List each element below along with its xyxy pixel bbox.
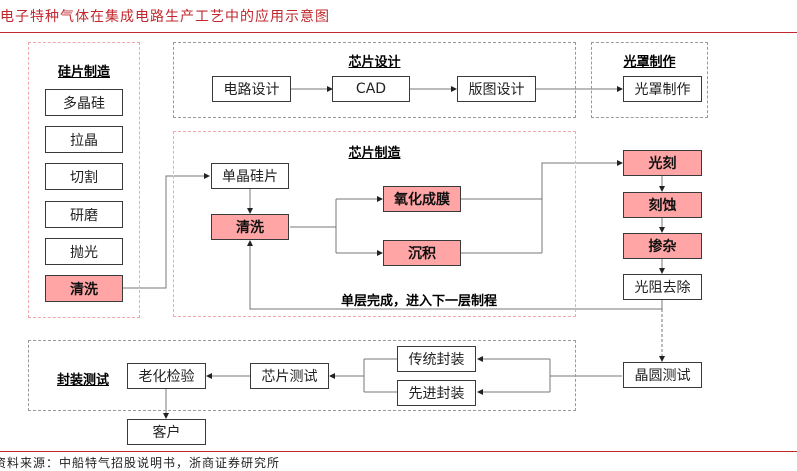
group-title: 光罩制作 (623, 55, 676, 70)
source-note: 资料来源：中船特气招股说明书，浙商证券研究所 (0, 456, 281, 470)
title-divider (0, 32, 797, 33)
step-traditional-packaging[interactable]: 传统封装 (397, 346, 476, 372)
group-packaging-test: 封装测试 (28, 340, 576, 411)
step-single-crystal-wafer[interactable]: 单晶硅片 (211, 163, 289, 189)
step-wafer-test[interactable]: 晶圆测试 (623, 362, 702, 388)
step-cleaning[interactable]: 清洗 (211, 214, 289, 240)
group-chip-design: 芯片设计 (173, 42, 576, 118)
step-crystal-pulling[interactable]: 拉晶 (45, 126, 123, 153)
step-photolithography[interactable]: 光刻 (623, 150, 702, 176)
group-mask-making: 光罩制作 (591, 42, 708, 118)
group-chip-fab: 芯片制造 (173, 131, 576, 317)
step-advanced-packaging[interactable]: 先进封装 (397, 380, 476, 406)
step-circuit-design[interactable]: 电路设计 (212, 76, 291, 102)
step-burn-in[interactable]: 老化检验 (127, 363, 206, 389)
customer-box[interactable]: 客户 (127, 419, 206, 445)
step-deposition[interactable]: 沉积 (383, 240, 461, 266)
group-title: 封装测试 (57, 373, 110, 388)
step-layout-design[interactable]: 版图设计 (457, 76, 536, 102)
step-oxidation[interactable]: 氧化成膜 (383, 186, 461, 212)
step-chip-test[interactable]: 芯片测试 (250, 363, 329, 389)
group-wafer-making: 硅片制造 (28, 42, 140, 318)
group-title: 硅片制造 (57, 65, 110, 80)
page-title: 电子特种气体在集成电路生产工艺中的应用示意图 (0, 9, 330, 25)
arrow-clean-to-wafer (122, 173, 210, 289)
step-doping[interactable]: 掺杂 (623, 233, 702, 259)
step-grinding[interactable]: 研磨 (45, 201, 123, 228)
arrow-to-litho (541, 160, 623, 253)
step-mask-making[interactable]: 光罩制作 (623, 76, 702, 102)
arrow-loop-next-layer (247, 240, 663, 310)
step-cad[interactable]: CAD (332, 76, 410, 102)
loop-note: 单层完成，进入下一层制程 (341, 294, 498, 309)
source-divider (0, 451, 797, 452)
step-etching[interactable]: 刻蚀 (623, 192, 702, 218)
group-title: 芯片制造 (348, 146, 401, 161)
group-title: 芯片设计 (348, 55, 401, 70)
step-polishing[interactable]: 抛光 (45, 238, 123, 265)
step-photoresist-strip[interactable]: 光阻去除 (623, 274, 702, 300)
step-slicing[interactable]: 切割 (45, 163, 123, 190)
step-polysilicon[interactable]: 多晶硅 (45, 89, 123, 116)
step-wafer-cleaning[interactable]: 清洗 (45, 275, 123, 302)
